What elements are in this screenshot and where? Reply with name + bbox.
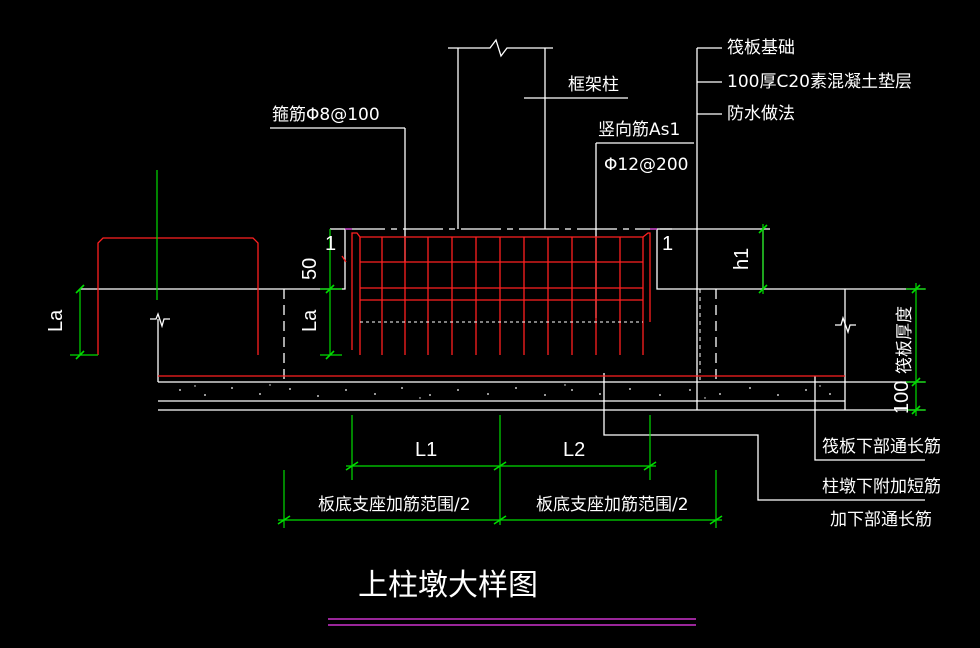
dim-100-label: 100 — [891, 381, 913, 414]
stirrup-label: 箍筋Φ8@100 — [272, 105, 380, 125]
cushion-hatch — [179, 384, 831, 399]
range-right-label: 板底支座加筋范围/2 — [536, 495, 689, 515]
bottom-long-bar-label: 加下部通长筋 — [830, 510, 932, 530]
L2-label: L2 — [563, 439, 585, 461]
pier-short-bar-label: 柱墩下附加短筋 — [822, 477, 941, 497]
range-left-label: 板底支座加筋范围/2 — [318, 495, 471, 515]
section-mark-left: 1 — [325, 233, 336, 255]
raft-thickness-label: 筏板厚度 — [895, 306, 915, 374]
la-inner-label: La — [299, 309, 321, 332]
drawing-title: 上柱墩大样图 — [358, 568, 538, 603]
raft-bottom-bar-label: 筏板下部通长筋 — [822, 437, 941, 457]
h1-label: h1 — [731, 248, 753, 270]
title-underline — [328, 618, 696, 626]
dim-50-label: 50 — [299, 258, 321, 280]
raft-foundation-label: 筏板基础 — [727, 38, 795, 58]
la-left-label: La — [45, 309, 67, 332]
dimension-ticks — [75, 224, 921, 525]
dimension-lines — [70, 170, 926, 528]
L1-label: L1 — [415, 439, 437, 461]
vertical-bar-spec-label: Φ12@200 — [604, 155, 688, 175]
frame-column-label: 框架柱 — [568, 75, 619, 95]
waterproof-label: 防水做法 — [727, 104, 795, 124]
rebar — [97, 232, 845, 377]
bar-dots — [360, 289, 701, 380]
vertical-bar-label: 竖向筋As1 — [598, 120, 680, 140]
cushion-label: 100厚C20素混凝土垫层 — [727, 72, 912, 92]
structure-outline — [80, 38, 925, 501]
section-mark-right: 1 — [662, 233, 673, 255]
